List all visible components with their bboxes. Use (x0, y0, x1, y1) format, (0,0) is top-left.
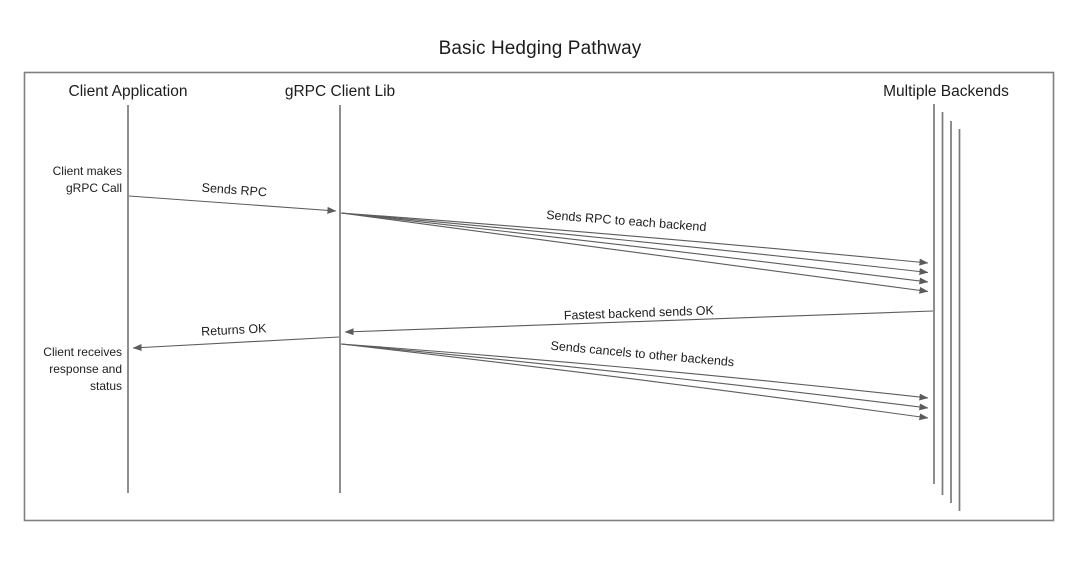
message-arrow (344, 310, 934, 336)
note-line: Client makes (53, 164, 122, 178)
note-client-receives-response: Client receives response and status (43, 345, 122, 393)
message-sends-rpc-to-each-backend: Sends RPC to each backend (340, 208, 929, 294)
message-label: Fastest backend sends OK (564, 303, 715, 322)
message-arrow (340, 212, 929, 266)
message-arrow (340, 343, 929, 421)
message-arrow (132, 336, 340, 352)
message-arrow (340, 343, 929, 401)
participant-label-backends: Multiple Backends (883, 83, 1009, 100)
note-client-makes-call: Client makes gRPC Call (53, 164, 122, 195)
message-arrow (340, 343, 929, 411)
message-sends-cancels-to-other-backends: Sends cancels to other backends (340, 339, 929, 421)
message-label: Sends RPC to each backend (546, 208, 707, 234)
page-title: Basic Hedging Pathway (438, 38, 642, 59)
message-arrow (340, 212, 929, 285)
message-label: Sends RPC (201, 181, 267, 200)
message-returns-ok: Returns OK (132, 321, 340, 352)
participant-label-grpc: gRPC Client Lib (285, 83, 395, 100)
note-line: gRPC Call (66, 181, 122, 195)
message-sends-rpc: Sends RPC (128, 181, 337, 214)
message-arrow (340, 212, 929, 276)
participant-label-client: Client Application (69, 83, 188, 100)
message-label: Sends cancels to other backends (550, 339, 735, 370)
note-line: status (90, 379, 122, 393)
message-label: Returns OK (201, 321, 268, 338)
message-arrow (128, 195, 337, 214)
note-line: response and (49, 362, 122, 376)
diagram-frame (23, 71, 1055, 522)
note-line: Client receives (43, 345, 122, 359)
message-arrow (340, 212, 929, 294)
message-fastest-backend-sends-ok: Fastest backend sends OK (344, 303, 934, 336)
